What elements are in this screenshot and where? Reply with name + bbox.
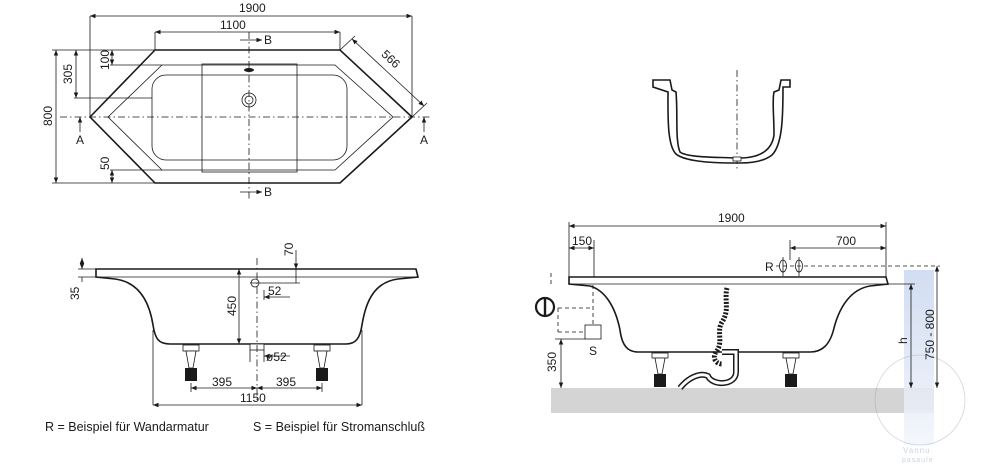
section-a-right: A	[420, 133, 428, 147]
legend-s: S = Beispiel für Stromanschluß	[253, 420, 425, 434]
dim-offset-top: 305	[61, 64, 75, 84]
dim-drain-diameter: ø52	[266, 350, 287, 364]
dim-rim-bottom: 50	[98, 156, 112, 170]
socket-label: S	[589, 344, 597, 358]
dim-height-range: 750 - 800	[923, 309, 937, 360]
ground-symbol-icon	[534, 296, 556, 318]
installation-view: S 1900 150 700 R 350	[534, 211, 940, 445]
install-leg-left	[651, 352, 669, 387]
tub-section	[652, 79, 791, 164]
front-view: 35 70 450 52 ø52 395 395 1150	[68, 242, 420, 408]
dim-height-front: 450	[225, 296, 239, 316]
wall-faucet-icon	[779, 257, 803, 276]
section-b-bottom: B	[264, 185, 272, 199]
dim-width-top: 1900	[239, 1, 266, 15]
watermark-line1: Vannu	[903, 446, 931, 455]
dim-rim-top: 100	[98, 50, 112, 70]
top-view: 1900 1100 B B 566 800 305 100 50 A	[41, 1, 430, 200]
leg-left	[182, 344, 200, 381]
dim-width-install: 1900	[718, 211, 745, 225]
watermark-logo: Vannu pasaule	[874, 354, 966, 464]
power-socket	[584, 324, 602, 340]
dim-height-h: h	[896, 337, 910, 344]
legend-r: R = Beispiel für Wandarmatur	[45, 420, 209, 434]
center-panel	[201, 63, 298, 173]
flex-hose	[711, 287, 730, 367]
dim-left-offset: 150	[572, 234, 592, 248]
overflow-mark	[244, 68, 254, 72]
section-b-top: B	[264, 33, 272, 47]
section-a-left: A	[76, 133, 84, 147]
watermark-line2: pasaule	[902, 457, 934, 464]
floor	[551, 388, 904, 413]
leg-right	[313, 344, 331, 381]
dim-foot-right: 395	[276, 375, 296, 389]
dim-rim-offset: 70	[282, 242, 296, 256]
dim-foot-left: 395	[212, 375, 232, 389]
dim-floor-height: 350	[545, 352, 559, 372]
install-leg-right	[782, 352, 800, 387]
dim-base-width: 1150	[240, 391, 266, 405]
tub-outline-install	[568, 276, 890, 353]
section-view	[652, 70, 791, 170]
dim-drain-offset: 52	[268, 284, 282, 298]
dim-depth: 800	[41, 106, 55, 126]
dim-rim-front: 35	[68, 286, 82, 300]
dim-inner-width: 1100	[220, 18, 246, 32]
faucet-label: R	[765, 260, 774, 274]
basin-outline	[151, 74, 348, 161]
dim-faucet-offset: 700	[836, 234, 856, 248]
